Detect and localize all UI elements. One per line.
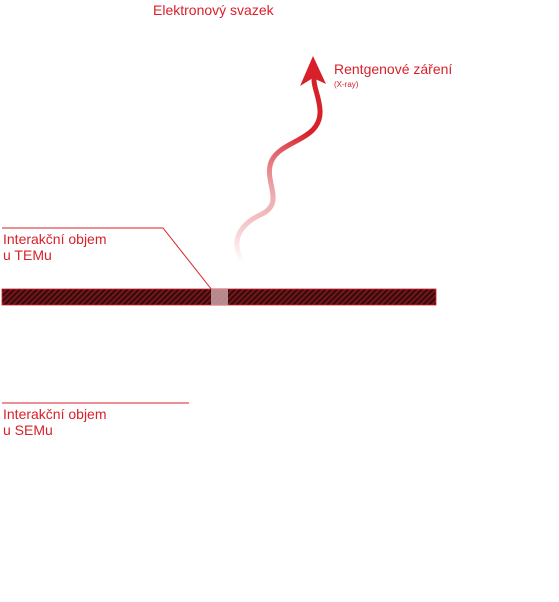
sem-interaction-volume-label: Interakční objem u SEMu [3,406,107,438]
tem-interaction-volume-label: Interakční objem u TEMu [3,231,107,263]
interaction-zone [211,289,228,305]
sem-label-line2: u SEMu [3,422,53,439]
wavy-arrow-up-icon [234,56,326,265]
xray-label: Rentgenové záření [334,61,453,77]
xray-sublabel: (X-ray) [334,80,359,89]
tem-label-line1: Interakční objem [3,231,107,247]
tem-label-line2: u TEMu [3,247,52,264]
sem-label-line1: Interakční objem [3,406,107,422]
electron-beam-label: Elektronový svazek [153,2,274,18]
tem-leader-line [2,227,213,291]
